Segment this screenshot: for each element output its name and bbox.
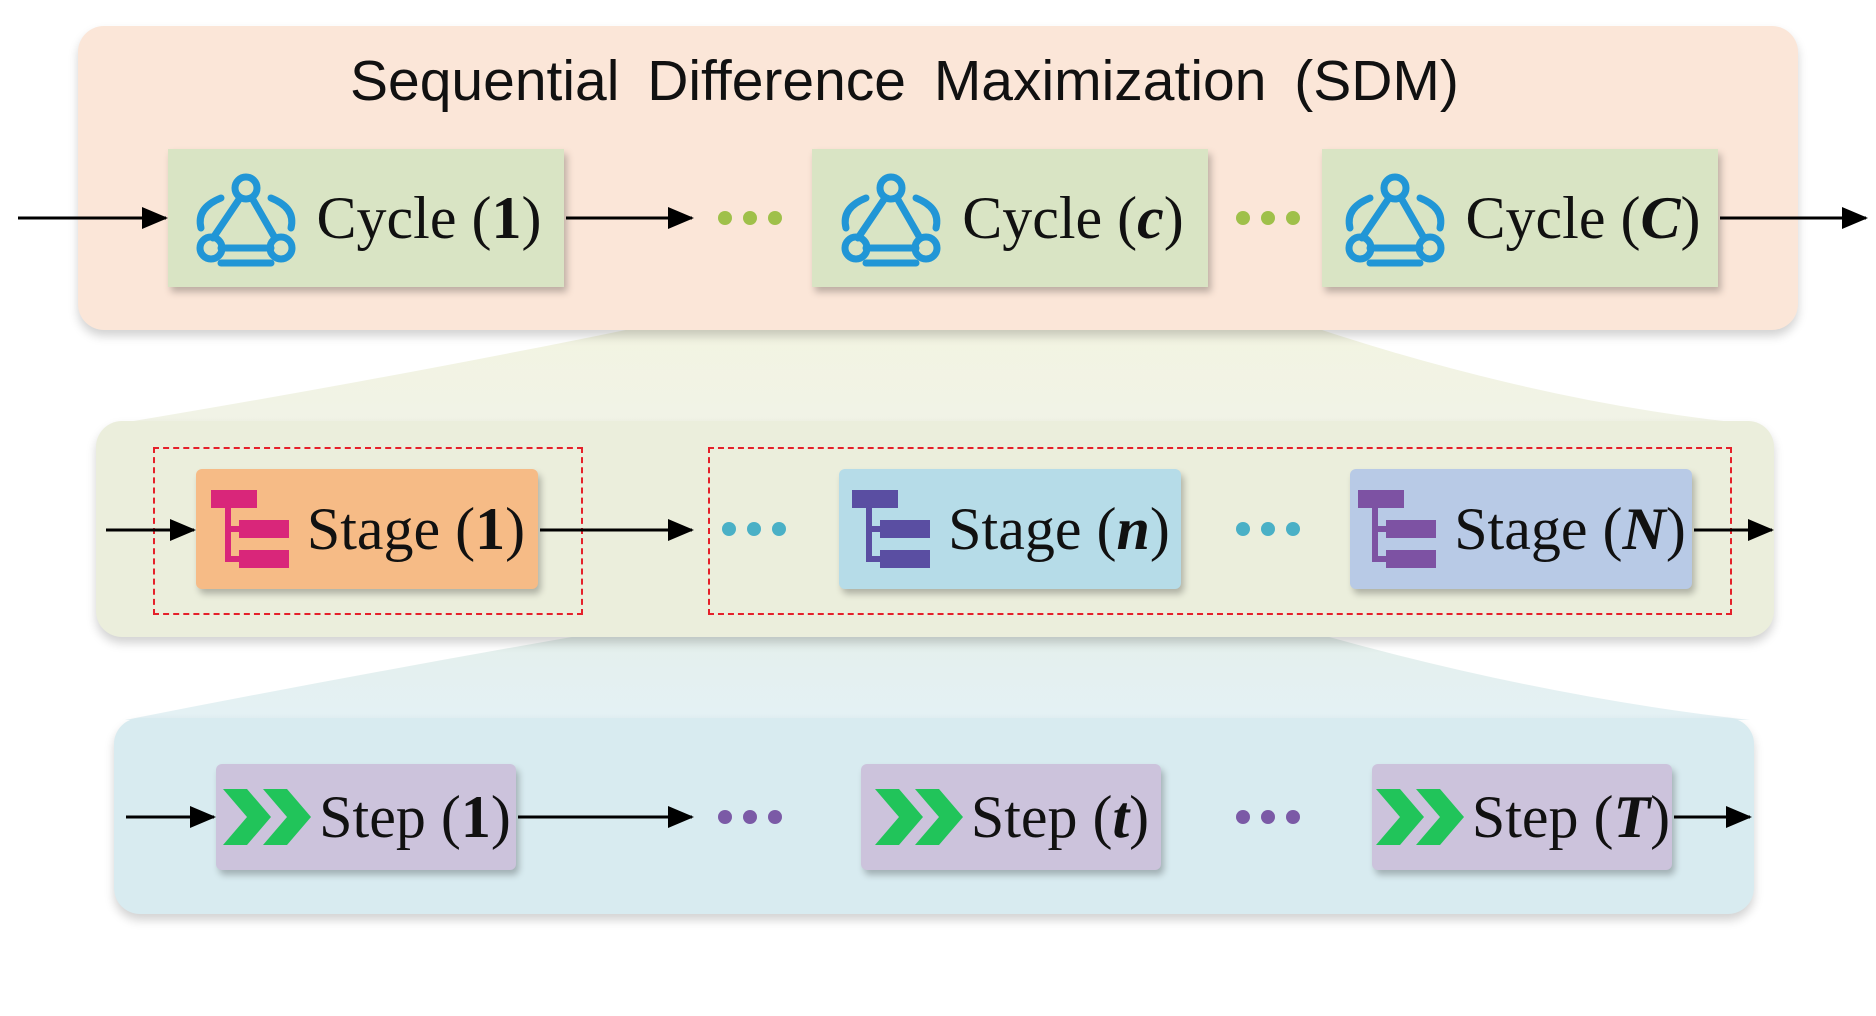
cycle-box-1: Cycle (1): [168, 149, 564, 287]
step-ellipsis-2: [1236, 810, 1300, 824]
cycle-ellipsis-2: [1236, 211, 1300, 225]
hierarchy-tree-icon: [850, 488, 932, 570]
stage-label-1: Stage (1): [306, 495, 526, 562]
stage-ellipsis-2: [1236, 522, 1300, 536]
double-chevron-right-icon: [221, 789, 313, 845]
stage-ellipsis-1: [722, 522, 786, 536]
double-chevron-right-icon: [1374, 789, 1466, 845]
stage-label-N: Stage (N): [1454, 495, 1686, 562]
zoom-funnel-cycle-to-stage: [110, 290, 1760, 425]
cycle-label-C: Cycle (C): [1465, 184, 1701, 251]
cycle-ellipsis-1: [718, 211, 782, 225]
step-label-T: Step (T): [1471, 783, 1671, 850]
stage-label-n: Stage (n): [948, 495, 1170, 562]
step-box-t: Step (t): [861, 764, 1161, 870]
step-box-T: Step (T): [1372, 764, 1672, 870]
stage-box-n: Stage (n): [839, 469, 1181, 589]
stage-box-N: Stage (N): [1350, 469, 1692, 589]
cycle-box-c: Cycle (c): [812, 149, 1208, 287]
cycle-label-1: Cycle (1): [316, 184, 542, 251]
cycle-box-C: Cycle (C): [1322, 149, 1718, 287]
step-box-1: Step (1): [216, 764, 516, 870]
cycle-label-c: Cycle (c): [962, 184, 1184, 251]
stage-box-1: Stage (1): [196, 469, 538, 589]
step-label-1: Step (1): [319, 783, 511, 850]
step-label-t: Step (t): [970, 783, 1150, 850]
hierarchy-tree-icon: [209, 488, 291, 570]
webhook-cycle-icon: [191, 168, 301, 268]
step-ellipsis-1: [718, 810, 782, 824]
diagram-title: Sequential Difference Maximization (SDM): [350, 49, 1459, 113]
double-chevron-right-icon: [873, 789, 965, 845]
webhook-cycle-icon: [836, 168, 946, 268]
hierarchy-tree-icon: [1356, 488, 1438, 570]
webhook-cycle-icon: [1340, 168, 1450, 268]
zoom-funnel-stage-to-step: [125, 592, 1750, 720]
